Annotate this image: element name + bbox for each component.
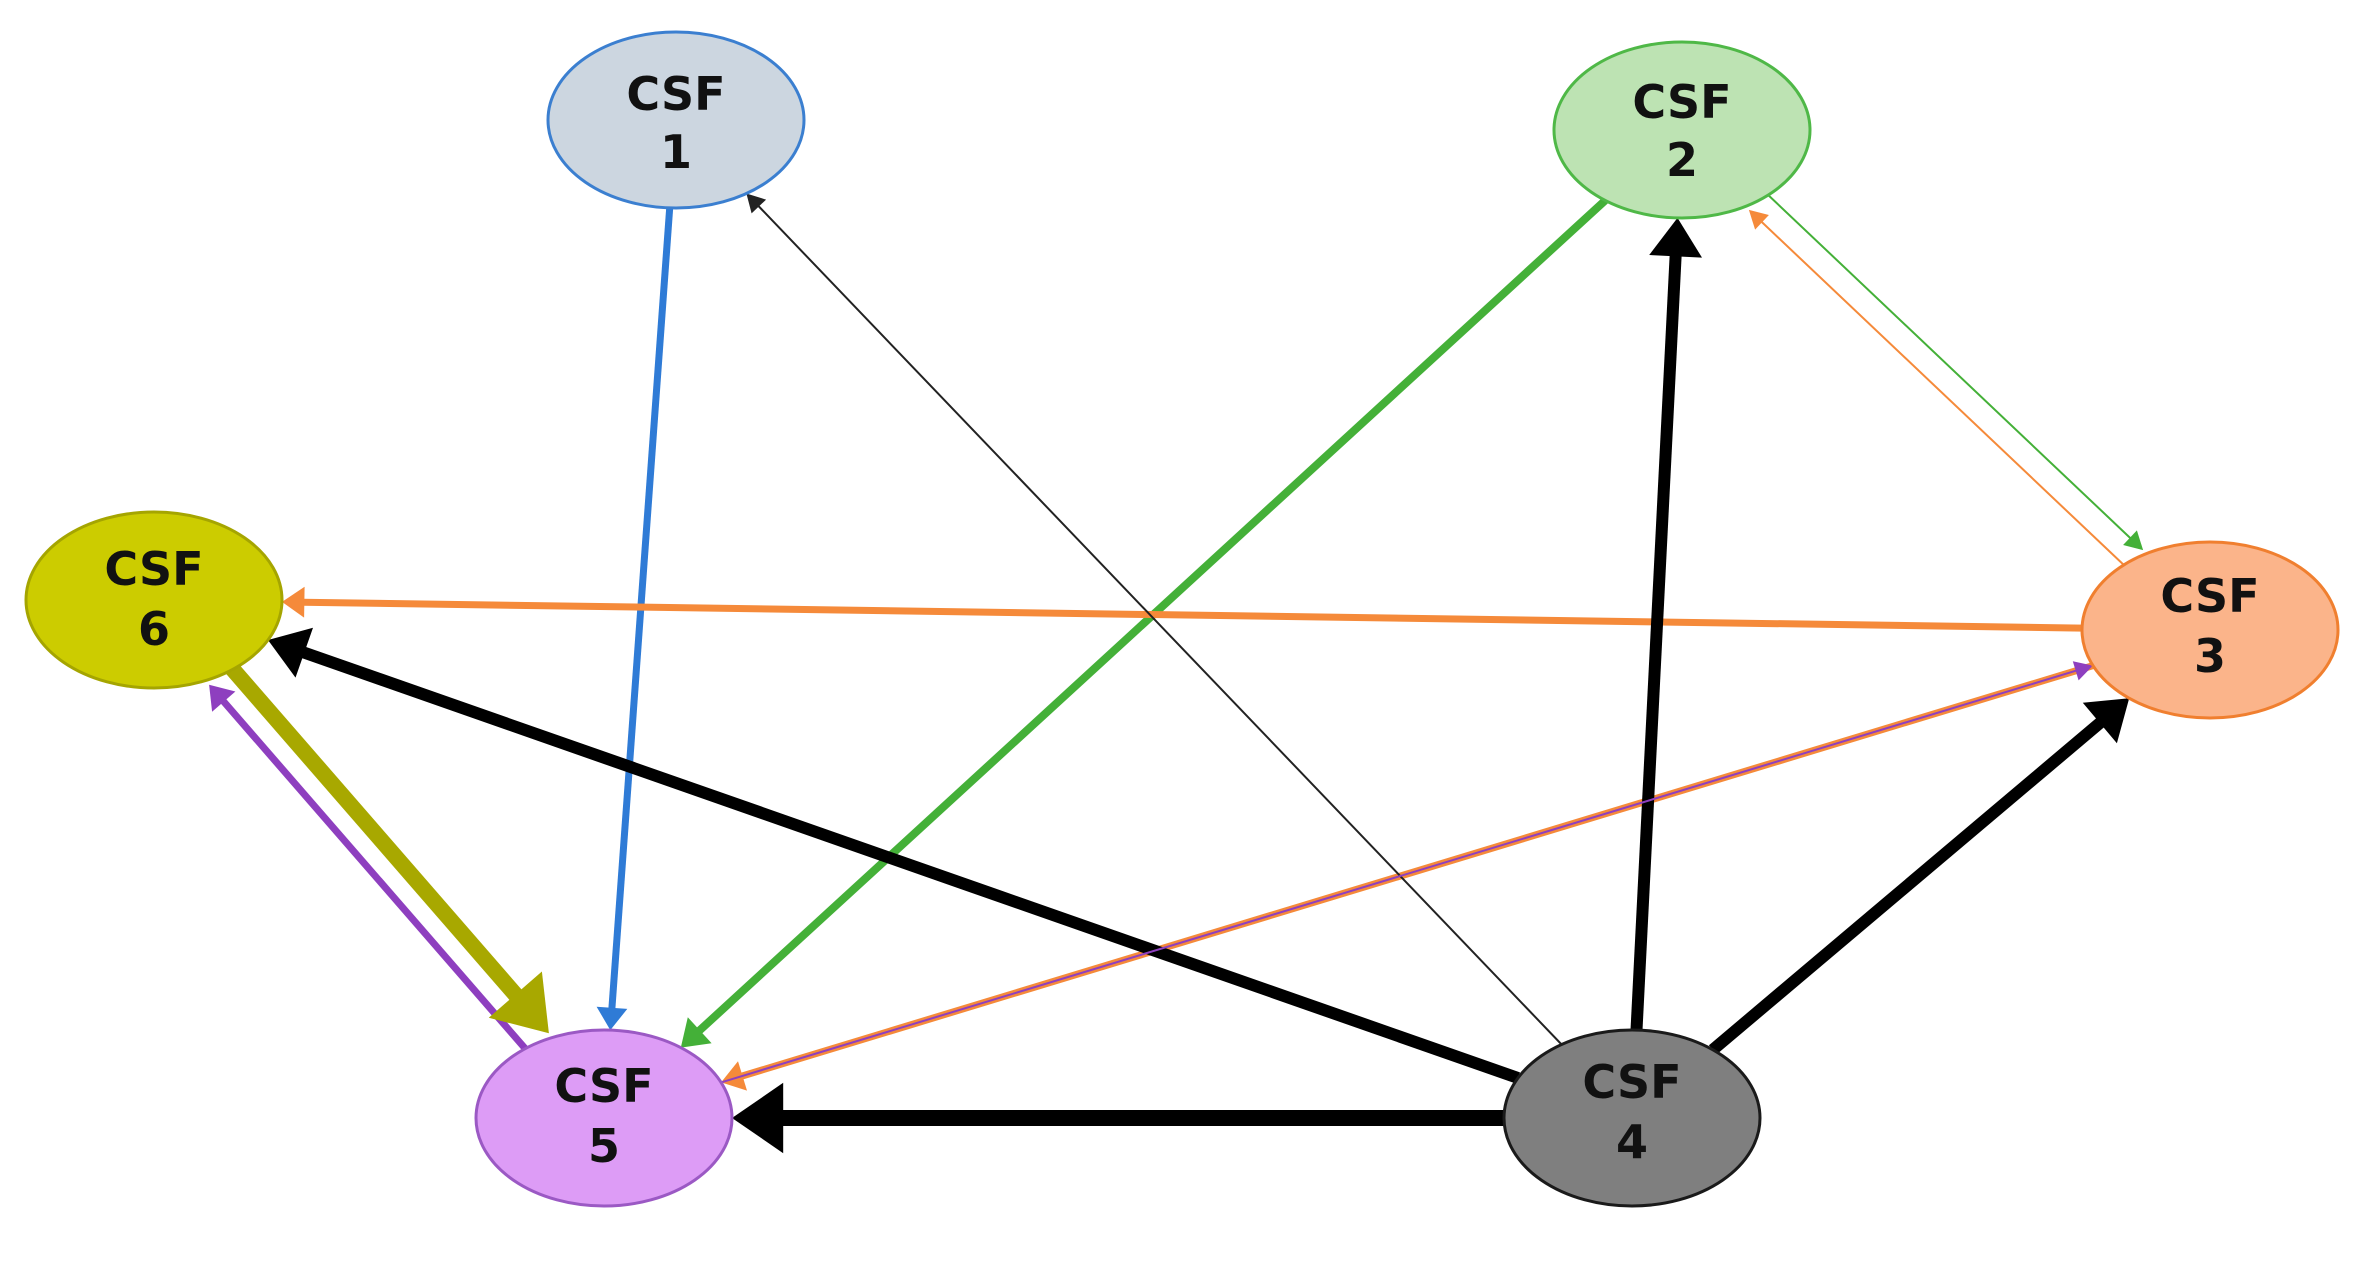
node-layer: CSF 1 CSF 2 CSF 3 CSF 4 CSF 5 CSF 6 [24, 30, 2340, 1208]
edge-line-csf6-csf5 [224, 661, 523, 1002]
edge-line-csf5-csf6 [219, 697, 531, 1054]
edge-csf2-to-csf3 [1764, 191, 2144, 551]
edge-line-csf4-csf1 [756, 204, 1563, 1046]
csf2-ellipse [1552, 40, 1812, 220]
csf1-label-line2: 1 [660, 125, 692, 179]
arrowhead-csf4-csf2 [1649, 217, 1702, 258]
edge-csf3-to-csf6 [282, 586, 2083, 632]
edge-line-csf3-csf6 [302, 598, 2083, 632]
edge-line-csf4-csf3 [1708, 717, 2106, 1055]
node-csf5[interactable]: CSF 5 [474, 1028, 734, 1208]
node-csf3[interactable]: CSF 3 [2080, 540, 2340, 720]
node-csf2[interactable]: CSF 2 [1552, 40, 1812, 220]
arrowhead-csf3-csf6 [282, 586, 305, 618]
edge-csf5-to-csf3 [720, 661, 2093, 1084]
edge-csf4-to-csf1 [746, 193, 1563, 1046]
edge-csf1-to-csf5 [596, 207, 674, 1031]
csf1-label-line1: CSF [626, 67, 725, 121]
arrowhead-csf5-csf6 [209, 684, 236, 712]
arrowhead-csf2-csf5 [680, 1017, 712, 1048]
csf5-label-line1: CSF [554, 1059, 653, 1113]
csf5-label-line2: 5 [588, 1119, 620, 1173]
arrowhead-csf4-csf6 [268, 627, 313, 678]
edge-csf4-to-csf5 [732, 1082, 1504, 1154]
csf3-label-line2: 3 [2194, 629, 2226, 683]
edge-line-csf4-csf2 [1630, 253, 1682, 1031]
arrowhead-csf5-csf3 [2072, 661, 2093, 681]
csf6-label-line2: 6 [138, 602, 170, 656]
edge-line-csf4-csf6 [300, 646, 1520, 1084]
edge-csf3-to-csf2 [1748, 209, 2128, 569]
edge-csf2-to-csf5 [680, 197, 1608, 1048]
csf3-ellipse [2080, 540, 2340, 720]
csf4-ellipse [1502, 1028, 1762, 1208]
arrowhead-csf3-csf5 [721, 1061, 747, 1091]
arrowhead-csf4-csf3 [2082, 698, 2130, 744]
edge-csf4-to-csf3 [1708, 698, 2130, 1055]
csf2-label-line1: CSF [1632, 75, 1731, 129]
arrowhead-csf4-csf5 [732, 1082, 784, 1154]
csf4-label-line1: CSF [1582, 1055, 1681, 1109]
arrowhead-csf1-csf5 [596, 1006, 628, 1031]
arrowhead-csf6-csf5 [488, 971, 549, 1034]
csf6-ellipse [24, 510, 284, 690]
edge-csf4-to-csf6 [268, 627, 1520, 1084]
edge-line-csf3-csf2 [1759, 220, 2128, 569]
node-csf4[interactable]: CSF 4 [1502, 1028, 1762, 1208]
csf4-label-line2: 4 [1616, 1115, 1648, 1169]
csf2-label-line2: 2 [1666, 133, 1698, 187]
arrowhead-csf4-csf1 [746, 193, 767, 214]
edge-line-csf5-csf3 [720, 669, 2078, 1084]
node-csf6[interactable]: CSF 6 [24, 510, 284, 690]
edge-csf4-to-csf2 [1630, 217, 1702, 1031]
edge-csf6-to-csf5 [224, 661, 549, 1034]
edge-csf3-to-csf5 [721, 662, 2094, 1091]
edge-csf5-to-csf6 [209, 684, 531, 1054]
csf6-label-line1: CSF [104, 542, 203, 596]
csf3-label-line1: CSF [2160, 569, 2259, 623]
csf5-ellipse [474, 1028, 734, 1208]
arrowhead-csf3-csf2 [1748, 209, 1769, 230]
node-csf1[interactable]: CSF 1 [546, 30, 806, 210]
edge-line-csf2-csf3 [1764, 191, 2133, 540]
edge-layer [209, 191, 2144, 1154]
csf1-ellipse [546, 30, 806, 210]
arrowhead-csf2-csf3 [2123, 530, 2144, 551]
